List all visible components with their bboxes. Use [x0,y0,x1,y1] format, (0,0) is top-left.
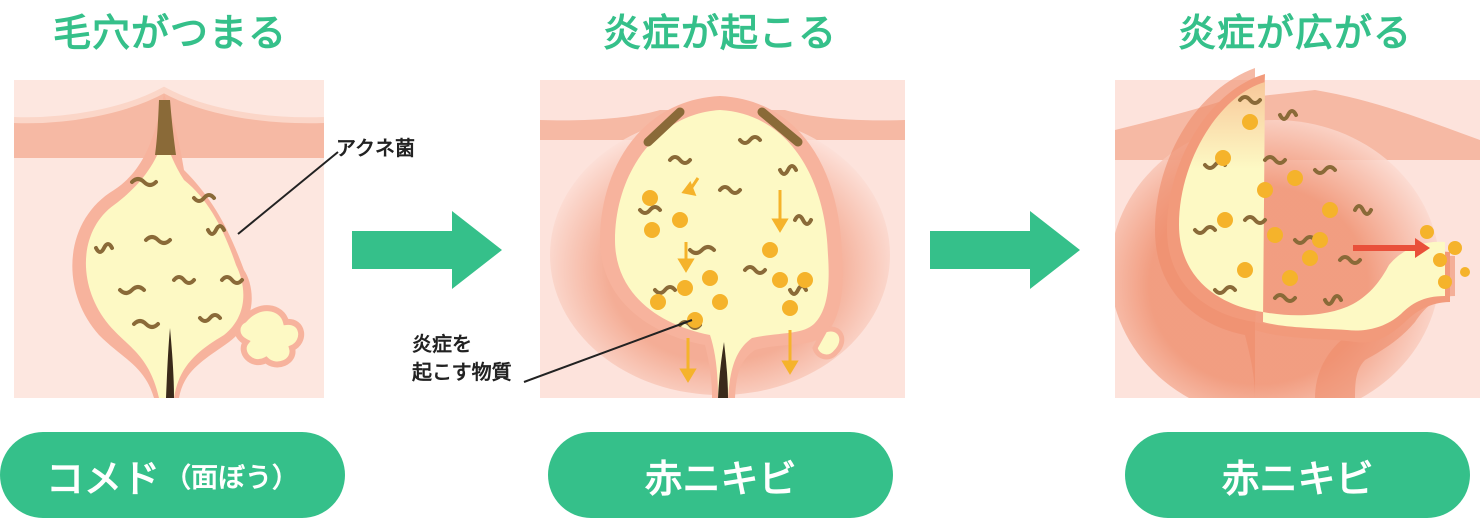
bacteria-callout-label: アクネ菌 [336,136,415,160]
stage-2-title: 炎症が起こる [602,11,837,55]
comedone-illustration [14,80,324,398]
red-acne-label-2-text: 赤ニキビ [1221,456,1374,501]
comedone-label-main: コメド [45,456,160,501]
inflammatory-label-line2: 起こす物質 [412,360,512,384]
inflammatory-substance-label: 炎症を 起こす物質 [412,330,512,386]
spreading-inflammation-illustration [1115,60,1480,398]
stage-1-title: 毛穴がつまる [52,11,287,55]
inflammation-illustration [540,80,905,398]
right-arrow-icon [352,211,502,289]
red-acne-label-1: 赤ニキビ [548,432,893,518]
stage-3-title: 炎症が広がる [1177,11,1412,55]
comedone-label-sub: （面ぼう） [164,462,299,494]
red-acne-label-1-text: 赤ニキビ [644,456,797,501]
inflammatory-label-line1: 炎症を [412,332,472,356]
bacteria-callout-line [237,151,339,235]
right-arrow-icon [930,211,1080,289]
comedone-label: コメド （面ぼう） [0,432,345,518]
red-acne-label-2: 赤ニキビ [1125,432,1470,518]
inflammatory-callout-line [523,319,693,383]
